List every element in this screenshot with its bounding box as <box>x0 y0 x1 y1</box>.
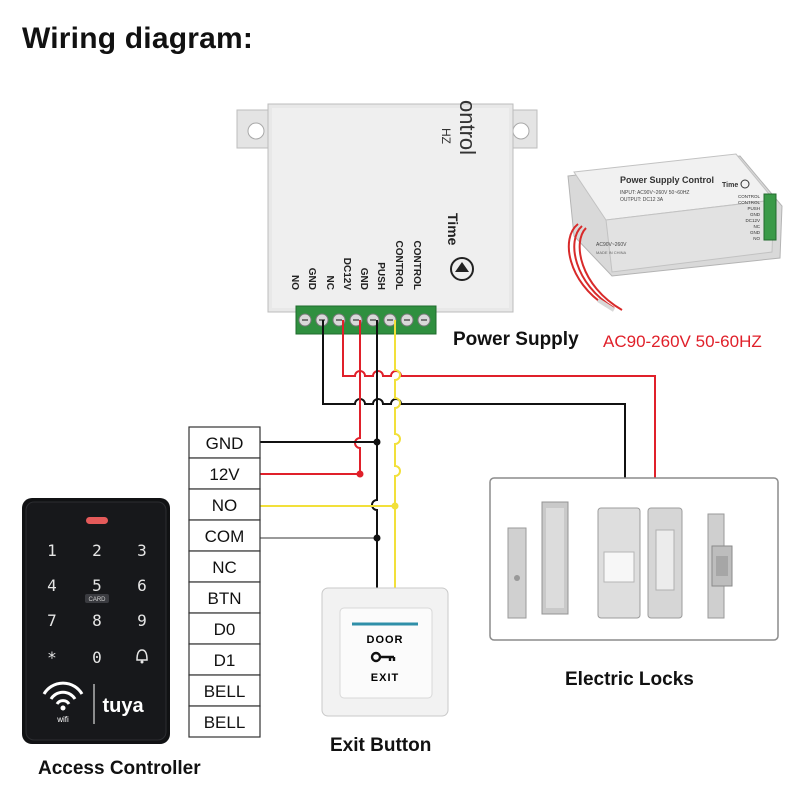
junction-dot <box>391 502 399 510</box>
photo-terminal-label: CONTROL <box>738 200 760 205</box>
terminal-cell <box>188 581 261 614</box>
psu-terminal-label: GND <box>306 268 317 290</box>
photo-terminal-label: CONTROL <box>738 194 760 199</box>
keypad-key[interactable]: 9 <box>137 611 147 630</box>
tuya-brand: tuya <box>102 695 144 717</box>
terminal-cell <box>188 426 261 459</box>
psu-header-text: ontrol <box>455 100 480 155</box>
keypad-key[interactable]: 5 <box>92 576 102 595</box>
wire-black-to-gnd <box>260 320 378 443</box>
card-area <box>85 594 109 603</box>
keypad-key[interactable]: 0 <box>92 648 102 667</box>
junction-dot <box>373 534 381 542</box>
terminal-cell <box>188 674 261 707</box>
exit-door-text: DOOR <box>367 634 404 646</box>
exit-button-device[interactable]: DOOR EXIT <box>321 587 449 717</box>
terminal-label: D1 <box>214 651 236 670</box>
keypad-key[interactable]: 7 <box>47 611 57 630</box>
terminal-label: COM <box>205 527 245 546</box>
wifi-icon <box>42 681 84 711</box>
psu-terminal-labels: NO GND NC DC12V GND PUSH CONTROL CONTROL <box>289 241 422 291</box>
bell-key-icon[interactable] <box>136 649 148 664</box>
photo-logo-icon <box>740 179 750 189</box>
electric-locks-panel <box>489 477 779 641</box>
psu-terminal-label: NC <box>324 276 335 290</box>
power-supply-label: Power Supply <box>453 329 579 350</box>
photo-ac-label: AC90V~260V <box>596 242 627 248</box>
keypad-key[interactable]: 2 <box>92 541 102 560</box>
keypad-key[interactable]: 8 <box>92 611 102 630</box>
psu-terminal-label: CONTROL <box>411 241 422 290</box>
magnetic-lock-icon <box>507 501 569 619</box>
terminal-cell <box>188 705 261 738</box>
photo-terminal-label: NO <box>753 236 760 241</box>
terminal-label: D0 <box>214 620 236 639</box>
junction-dot <box>356 470 364 478</box>
terminal-label: NC <box>212 558 237 577</box>
power-supply-unit: HZ ontrol Time NO GND NC DC12V GND PUSH CONTRO… <box>236 100 538 335</box>
terminal-cell <box>188 643 261 676</box>
electric-locks-label: Electric Locks <box>565 669 694 690</box>
exit-exit-text: EXIT <box>371 672 399 684</box>
keypad-key[interactable]: * <box>47 648 57 667</box>
terminal-cell <box>188 550 261 583</box>
photo-made-in: MADE IN CHINA <box>596 250 627 255</box>
photo-terminal-label: NC <box>754 224 761 229</box>
terminal-label: BTN <box>208 589 242 608</box>
psu-terminal-label: NO <box>289 275 300 290</box>
junction-dot <box>373 438 381 446</box>
photo-brand: Time <box>722 182 738 189</box>
status-led-icon <box>86 517 108 524</box>
keypad-key[interactable]: 3 <box>137 541 147 560</box>
terminal-cell <box>188 488 261 521</box>
psu-terminal-label: GND <box>358 268 369 290</box>
keypad-key[interactable]: 6 <box>137 576 147 595</box>
wires <box>260 320 656 588</box>
access-controller-keypad: 1 2 3 4 5 6 7 8 9 * 0 CARD wifi tuya <box>22 498 170 744</box>
psu-terminal-label: DC12V <box>341 258 352 291</box>
psu-terminal-label: CONTROL <box>393 241 404 290</box>
strike-lock-icon <box>707 513 733 619</box>
photo-terminal-label: PUSH <box>747 206 760 211</box>
terminal-label: 12V <box>209 465 240 484</box>
terminal-label: NO <box>212 496 238 515</box>
photo-title: Power Supply Control <box>620 175 714 185</box>
wire-red-to-12v <box>260 320 361 475</box>
wire-yellow-psu-push <box>394 320 401 588</box>
keypad-key[interactable]: 1 <box>47 541 57 560</box>
card-label: CARD <box>88 597 106 603</box>
keypad-keys: 1 2 3 4 5 6 7 8 9 * 0 <box>47 541 148 667</box>
keypad-key[interactable]: 4 <box>47 576 57 595</box>
terminal-label: GND <box>206 434 244 453</box>
photo-terminal-label: GND <box>750 230 761 235</box>
ac-range-label: AC90-260V 50-60HZ <box>603 332 762 351</box>
photo-terminal-block <box>763 193 777 241</box>
key-icon <box>370 651 396 663</box>
psu-terminal-screws <box>298 313 431 327</box>
wifi-label: wifi <box>56 715 69 724</box>
psu-logo-icon <box>450 257 474 281</box>
psu-cut-text: HZ <box>439 128 453 144</box>
photo-terminal-label: DC12V <box>745 218 760 223</box>
photo-input: INPUT: AC90V~260V 50~60HZ <box>620 190 690 196</box>
power-supply-photo: Power Supply Control INPUT: AC90V~260V 5… <box>567 153 783 312</box>
psu-terminal-label: PUSH <box>375 262 386 290</box>
terminal-label: BELL <box>204 682 246 701</box>
exit-button-label: Exit Button <box>330 735 432 756</box>
wire-black-to-exit <box>371 442 378 588</box>
photo-output: OUTPUT: DC12 3A <box>620 197 664 203</box>
photo-terminal-label: GND <box>750 212 761 217</box>
page-title: Wiring diagram: <box>22 22 254 55</box>
access-controller-label: Access Controller <box>38 758 201 779</box>
terminal-cell <box>188 519 261 552</box>
bolt-lock-icon <box>597 507 683 619</box>
terminal-label: BELL <box>204 713 246 732</box>
psu-brand-text: Time <box>445 213 461 246</box>
